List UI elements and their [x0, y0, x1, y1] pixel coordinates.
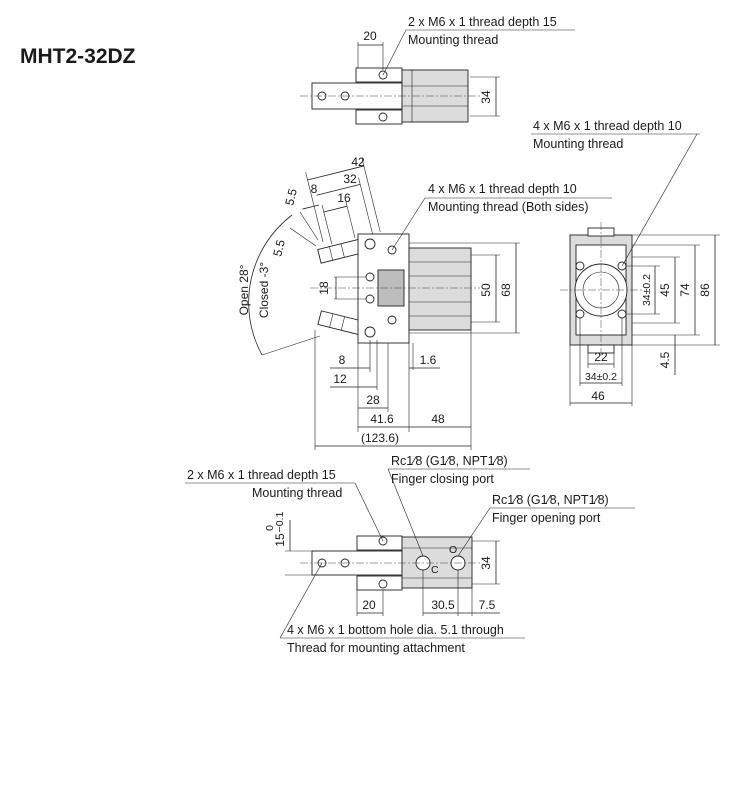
dim-22: 22: [594, 350, 608, 364]
bottom-callout-line2: Thread for mounting attachment: [287, 641, 465, 655]
dim-45: 45: [658, 283, 672, 297]
dim-28: 28: [366, 393, 380, 407]
closing-port-line2: Finger closing port: [391, 472, 494, 486]
dim-15-tol-lower: −0.1: [274, 511, 286, 532]
dim-8: 8: [339, 353, 346, 367]
side-mount-hole: [575, 309, 585, 319]
side-mount-hole: [617, 309, 627, 319]
angle-closed: Closed -3°: [257, 262, 271, 318]
front-hole: [387, 315, 397, 325]
top-callout-line1: 2 x M6 x 1 thread depth 15: [408, 15, 557, 29]
dim-7-5: 7.5: [479, 598, 496, 612]
bottom-callout-line1: 4 x M6 x 1 bottom hole dia. 5.1 through: [287, 623, 504, 637]
dim-42: 42: [351, 155, 365, 169]
dim-16: 16: [337, 191, 351, 205]
front-view: 4 x M6 x 1 thread depth 10 Mounting thre…: [237, 155, 612, 450]
front-mount-hole: [364, 326, 376, 338]
angle-open: Open 28°: [237, 264, 251, 315]
dim-top-34: 34: [479, 90, 493, 104]
dim-top-20: 20: [363, 29, 377, 43]
front-mount-hole: [364, 238, 376, 250]
dim-86: 86: [698, 283, 712, 297]
top-callout-line2: Mounting thread: [408, 33, 498, 47]
front-body: [408, 247, 472, 331]
dim-side-34tol-h: 34±0.2: [585, 371, 617, 383]
dim-48: 48: [431, 412, 445, 426]
front-hole: [365, 294, 375, 304]
front-hole: [365, 272, 375, 282]
bottom-view: C O 2 x M6 x 1 thread depth 15 Mounting …: [185, 454, 635, 655]
dim-4-5: 4.5: [658, 351, 672, 368]
side-callout-line2: Mounting thread: [533, 137, 623, 151]
dim-5-5-a: 5.5: [282, 187, 300, 207]
bottom-mount-hole: [378, 579, 388, 589]
angle-arc: [248, 214, 293, 356]
dim-5-5-b: 5.5: [270, 238, 288, 258]
port-mark-close: C: [431, 564, 439, 576]
dim-41-6: 41.6: [370, 412, 394, 426]
top-view: 20 2 x M6 x 1 thread depth 15 Mounting t…: [300, 15, 575, 125]
model-title: MHT2-32DZ: [20, 45, 136, 68]
top-mount-hole: [378, 112, 388, 122]
dim-32: 32: [343, 172, 357, 186]
closing-port-line1: Rc1⁄8 (G1⁄8, NPT1⁄8): [391, 454, 508, 468]
front-callout-line1: 4 x M6 x 1 thread depth 10: [428, 182, 577, 196]
dim-123-6: (123.6): [361, 431, 399, 445]
side-callout-line1: 4 x M6 x 1 thread depth 10: [533, 119, 682, 133]
dim-15-tol-upper: 0: [264, 525, 276, 531]
bottom-left-callout-line2: Mounting thread: [252, 486, 342, 500]
dim-18: 18: [317, 281, 331, 295]
dim-30-5: 30.5: [431, 598, 455, 612]
dim-bottom-20: 20: [362, 598, 376, 612]
dim-1-6: 1.6: [420, 353, 437, 367]
dim-8-top: 8: [311, 182, 318, 196]
opening-port-line1: Rc1⁄8 (G1⁄8, NPT1⁄8): [492, 493, 609, 507]
dim-side-34tol: 34±0.2: [641, 274, 653, 306]
dim-15: 15: [273, 533, 287, 547]
side-mount-hole: [575, 261, 585, 271]
opening-port-line2: Finger opening port: [492, 511, 601, 525]
side-view: 4 x M6 x 1 thread depth 10 Mounting thre…: [531, 119, 720, 406]
front-callout-line2: Mounting thread (Both sides): [428, 200, 589, 214]
dim-46: 46: [591, 389, 605, 403]
dim-68: 68: [499, 283, 513, 297]
dim-50: 50: [479, 283, 493, 297]
dim-74: 74: [678, 283, 692, 297]
bottom-left-callout-line1: 2 x M6 x 1 thread depth 15: [187, 468, 336, 482]
port-mark-open: O: [449, 544, 457, 556]
dim-bottom-34: 34: [479, 556, 493, 570]
dim-12: 12: [333, 372, 347, 386]
